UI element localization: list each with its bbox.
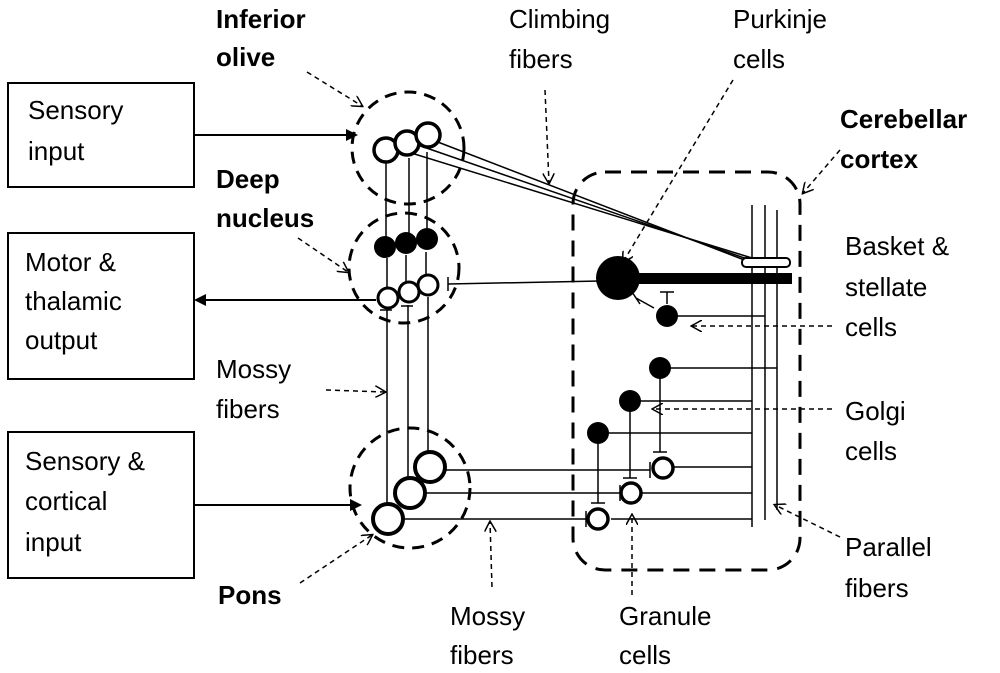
- motor-output-label-1: Motor &: [25, 247, 116, 277]
- climbing-fibers-label-1: Climbing: [509, 4, 610, 34]
- inferior-olive-region: [350, 90, 466, 206]
- deep-nucleus-cells: [374, 228, 440, 310]
- motor-output-label-2: thalamic: [25, 286, 122, 316]
- golgi-cells: [587, 357, 671, 444]
- deep-nucleus-label-1: Deep: [216, 164, 280, 194]
- cerebellar-cortex-region: [571, 170, 802, 572]
- granule-cells-label-1: Granule: [619, 601, 712, 631]
- sensory-input-box: Sensory input: [7, 82, 195, 188]
- basket-stellate-label-2: stellate: [845, 272, 927, 302]
- basket-stellate-label-3: cells: [845, 312, 897, 342]
- vertical-axons: [385, 152, 429, 505]
- climbing-fibers-label-2: fibers: [509, 44, 573, 74]
- sensory-cortical-label-1: Sensory &: [25, 446, 145, 476]
- mossy-fibers-bottom-label-2: fibers: [450, 640, 514, 670]
- parallel-fibers-label-2: fibers: [845, 573, 909, 603]
- golgi-cells-label-1: Golgi: [845, 396, 906, 426]
- golgi-cell-processes: [591, 367, 777, 504]
- purkinje-cells-label-1: Purkinje: [733, 4, 827, 34]
- purkinje-axon: [447, 280, 601, 285]
- sensory-cortical-label-2: cortical: [25, 486, 107, 516]
- motor-output-box: Motor & thalamic output: [7, 232, 195, 380]
- purkinje-dendrite: [620, 273, 792, 284]
- purkinje-cells-label-2: cells: [733, 44, 785, 74]
- pointer-arrows: [297, 71, 841, 595]
- sensory-cortical-label-3: input: [25, 527, 82, 557]
- mossy-fibers-left-label-1: Mossy: [216, 354, 291, 384]
- pons-cells: [371, 450, 447, 536]
- cerebellar-cortex-label-2: cortex: [840, 144, 919, 174]
- parallel-fibers-label-1: Parallel: [845, 532, 932, 562]
- sensory-cortical-input-box: Sensory & cortical input: [7, 431, 195, 579]
- inferior-olive-cells: [372, 121, 442, 164]
- sensory-input-label-2: input: [28, 136, 85, 166]
- basket-stellate-label-1: Basket &: [845, 231, 949, 261]
- climbing-fiber-lines: [394, 138, 761, 267]
- pons-label: Pons: [218, 580, 282, 610]
- motor-output-label-3: output: [25, 325, 98, 355]
- mossy-fibers-bottom-label-1: Mossy: [450, 601, 525, 631]
- sensory-input-label-1: Sensory: [28, 95, 123, 125]
- cerebellar-cortex-label-1: Cerebellar: [840, 104, 967, 134]
- pons-region: [348, 426, 472, 550]
- golgi-cells-label-2: cells: [845, 436, 897, 466]
- mossy-fibers-left-label-2: fibers: [216, 394, 280, 424]
- inferior-olive-label-1: Inferior: [216, 4, 306, 34]
- deep-nucleus-region: [347, 211, 461, 325]
- granule-cells: [586, 456, 675, 531]
- basket-stellate-cell: [656, 305, 678, 327]
- mossy-fibers-to-cortex: [390, 469, 650, 520]
- parallel-fibers: [751, 205, 778, 527]
- deep-nucleus-label-2: nucleus: [216, 203, 314, 233]
- inferior-olive-label-2: olive: [216, 42, 275, 72]
- granule-cells-label-2: cells: [619, 640, 671, 670]
- climbing-fiber-contact: [741, 257, 791, 268]
- purkinje-cell-body: [596, 256, 640, 300]
